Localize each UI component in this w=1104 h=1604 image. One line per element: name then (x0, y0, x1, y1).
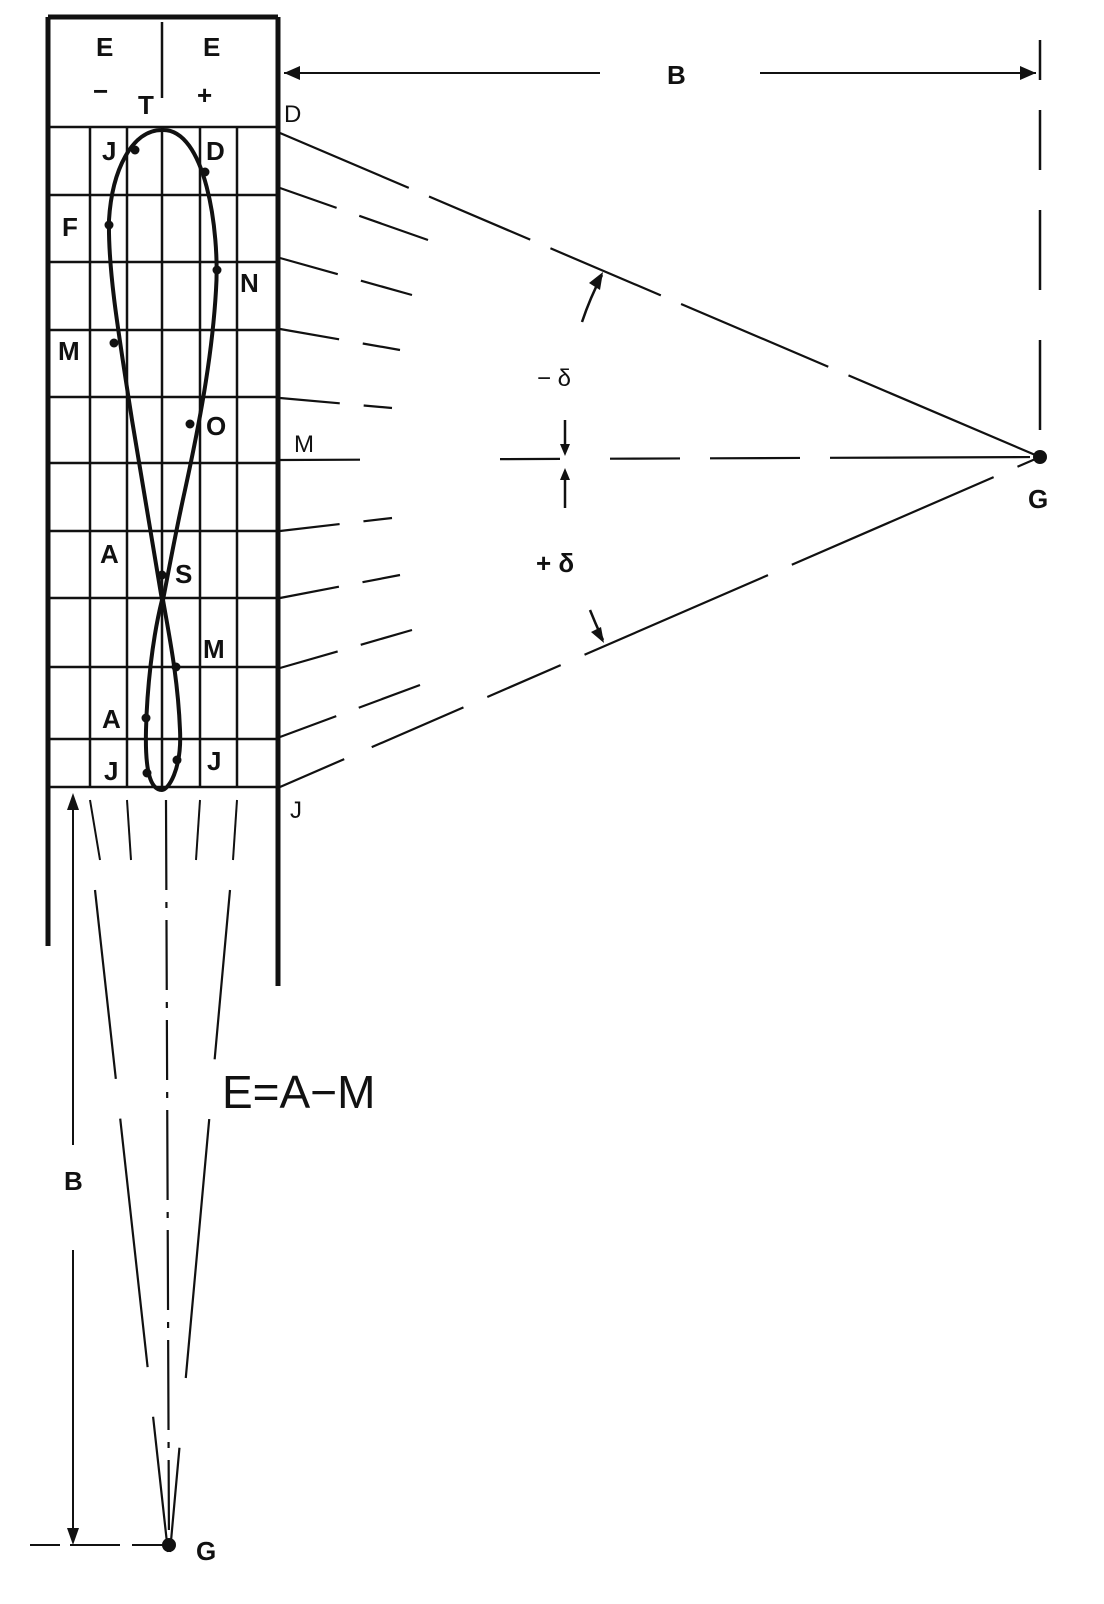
row-ray (279, 516, 393, 533)
row-ray (279, 256, 413, 297)
label-g-right: G (1028, 484, 1048, 514)
row-ray (279, 628, 413, 670)
row-ray (279, 573, 401, 600)
label-s: S (175, 559, 192, 589)
dot-dec (200, 167, 210, 177)
b-left-down-arrow (67, 1528, 79, 1545)
label-e-right: E (203, 32, 220, 62)
label-e-left: E (96, 32, 113, 62)
dot-jan (130, 145, 140, 155)
axis-upper-arrowhead (560, 444, 570, 456)
equation-of-time-formula: E=A−M (222, 1066, 375, 1118)
row-ray (279, 327, 401, 352)
label-o: O (206, 411, 226, 441)
left-converging-ray (93, 889, 170, 1553)
fading-line (89, 799, 101, 861)
center-axis-dash-dot (164, 799, 171, 1553)
b-left-up-arrow (67, 793, 79, 810)
label-j-top: J (102, 136, 116, 166)
label-d-top: D (284, 101, 301, 128)
analemma-curve (106, 127, 219, 793)
label-f: F (62, 212, 78, 242)
hour-grid (48, 125, 278, 789)
dot-mar (109, 338, 119, 348)
dot-aug (141, 713, 151, 723)
b-top-right-arrow (1020, 66, 1036, 80)
label-t: T (138, 90, 154, 120)
fading-line (195, 799, 201, 861)
right-converging-ray (168, 889, 232, 1553)
fading-line (126, 799, 132, 861)
analemma-dots (104, 145, 222, 778)
b-dimension-top (284, 66, 1036, 80)
label-j-edge: J (290, 797, 302, 824)
row-rays (279, 186, 429, 739)
converging-grid-lines (89, 799, 238, 861)
label-g-bottom: G (196, 1536, 216, 1566)
dial-frame (45, 14, 281, 986)
dot-oct (185, 419, 195, 429)
label-minus-delta: − δ (537, 365, 571, 392)
labels: E E − + T D B J D F N M O M G A S M A J … (58, 32, 1048, 1566)
dot-feb (104, 220, 114, 230)
label-a-upper: A (100, 539, 119, 569)
rays-to-bottom-g (93, 799, 232, 1553)
label-b-top: B (667, 60, 686, 90)
row-ray (279, 683, 421, 739)
delta-arrows (560, 272, 605, 643)
label-j-left-bottom: J (104, 756, 118, 786)
axis-lower-arrowhead (560, 468, 570, 480)
dot-jun (172, 755, 182, 765)
label-plus: + (197, 80, 212, 110)
label-plus-delta: + δ (536, 548, 574, 578)
label-j-right-bottom: J (207, 746, 221, 776)
label-n: N (240, 268, 259, 298)
b-top-left-arrow (284, 66, 300, 80)
label-b-left: B (64, 1166, 83, 1196)
upper-boundary-ray (279, 131, 1041, 459)
row-ray (279, 396, 393, 410)
dot-sep (157, 570, 167, 580)
label-m-axis: M (294, 431, 314, 458)
label-minus: − (93, 76, 108, 106)
minus-delta-arrowhead (589, 272, 603, 290)
label-a-lower: A (102, 704, 121, 734)
fading-line (232, 799, 238, 861)
dot-jul (142, 768, 152, 778)
mean-time-axis (279, 455, 1041, 462)
lower-boundary-ray (279, 455, 1041, 789)
plus-delta-arrowhead (591, 627, 604, 643)
point-g-right (1033, 450, 1047, 464)
label-m-left: M (58, 336, 80, 366)
point-g-bottom (162, 1538, 176, 1552)
label-d-inner: D (206, 136, 225, 166)
main-rays-right (279, 131, 1041, 789)
dot-nov (212, 265, 222, 275)
b-dimension-left (30, 793, 190, 1546)
label-m-lower: M (203, 634, 225, 664)
dot-may (171, 662, 181, 672)
row-ray (279, 186, 429, 242)
